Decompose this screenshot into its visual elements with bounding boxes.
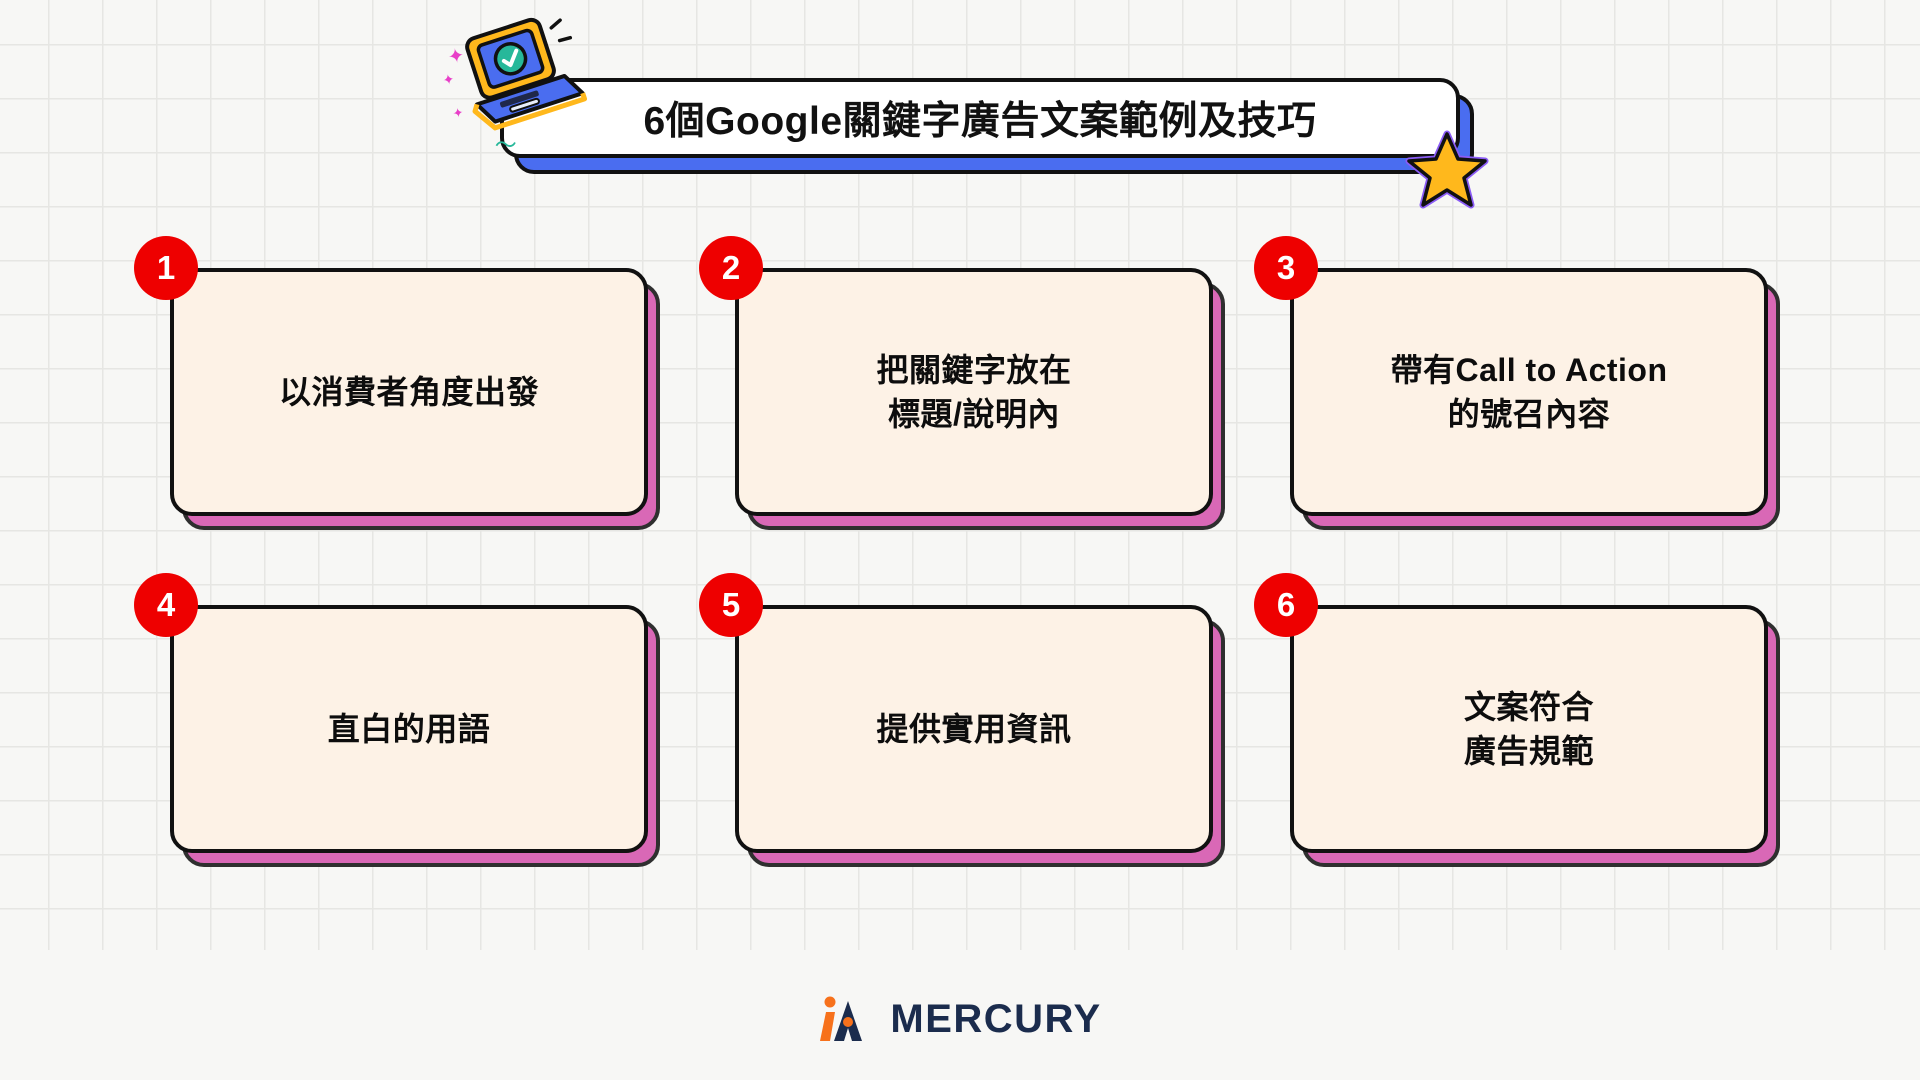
card-number-badge: 5 [699, 573, 763, 637]
card-text-line: 帶有Call to Action [1390, 351, 1668, 388]
card-3[interactable]: 帶有Call to Action 的號召內容 3 [1254, 236, 1780, 530]
mercury-logo-mark [820, 996, 863, 1041]
card-text: 以消費者角度出發 [279, 370, 539, 414]
sparkle-icon: ✦ [441, 70, 456, 89]
card-text: 直白的用語 [328, 707, 491, 751]
card-body: 把關鍵字放在 標題/說明內 [735, 268, 1213, 516]
card-number-badge: 3 [1254, 236, 1318, 300]
card-text-line: 廣告規範 [1463, 733, 1594, 769]
card-body: 文案符合 廣告規範 [1290, 605, 1768, 853]
card-2[interactable]: 把關鍵字放在 標題/說明內 2 [699, 236, 1225, 530]
card-text-line: 直白的用語 [327, 710, 491, 747]
laptop-illustration: ✦ ✦ ✦ 〜 [441, 10, 593, 158]
footer-background [0, 950, 1920, 1080]
card-text: 把關鍵字放在 標題/說明內 [876, 348, 1071, 436]
card-text-line: 文案符合 [1463, 688, 1594, 725]
card-body: 帶有Call to Action 的號召內容 [1290, 268, 1768, 516]
title-banner: 6個Google關鍵字廣告文案範例及技巧 [500, 78, 1474, 174]
card-text: 提供實用資訊 [876, 707, 1071, 751]
card-body: 以消費者角度出發 [170, 268, 648, 516]
sparkle-icon: ✦ [451, 104, 465, 122]
card-text-line: 的號召內容 [1447, 396, 1611, 432]
card-number-badge: 4 [134, 573, 198, 637]
page-title: 6個Google關鍵字廣告文案範例及技巧 [643, 100, 1317, 143]
card-number-badge: 6 [1254, 573, 1318, 637]
title-banner-box: 6個Google關鍵字廣告文案範例及技巧 [500, 78, 1460, 158]
card-text: 帶有Call to Action 的號召內容 [1390, 348, 1667, 436]
card-1[interactable]: 以消費者角度出發 1 [134, 236, 660, 530]
card-body: 直白的用語 [170, 605, 648, 853]
brand-logo: MERCURY [0, 996, 1920, 1042]
card-text-line: 標題/說明內 [888, 396, 1060, 432]
card-5[interactable]: 提供實用資訊 5 [699, 573, 1225, 867]
card-text-line: 提供實用資訊 [876, 710, 1072, 747]
card-number-badge: 1 [134, 236, 198, 300]
card-number-badge: 2 [699, 236, 763, 300]
card-4[interactable]: 直白的用語 4 [134, 573, 660, 867]
card-text: 文案符合 廣告規範 [1464, 685, 1594, 773]
card-text-line: 把關鍵字放在 [876, 351, 1072, 388]
card-text-line: 以消費者角度出發 [278, 373, 539, 410]
card-body: 提供實用資訊 [735, 605, 1213, 853]
squiggle-icon: 〜 [494, 132, 518, 158]
brand-name: MERCURY [890, 996, 1102, 1041]
star-icon [1405, 130, 1489, 209]
sparkle-icon: ✦ [446, 44, 467, 70]
card-6[interactable]: 文案符合 廣告規範 6 [1254, 573, 1780, 867]
laptop-icon [465, 17, 588, 131]
